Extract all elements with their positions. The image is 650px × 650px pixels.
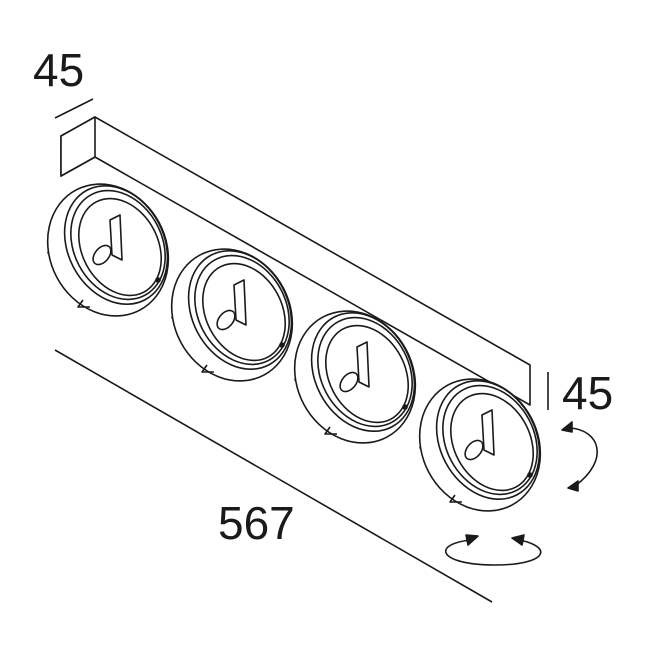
spotlight-lamp — [418, 378, 542, 512]
tilt-arrow-icon — [561, 421, 598, 492]
spotlight-lamp — [293, 310, 417, 444]
spotlight-lamp — [46, 183, 170, 317]
dimension-line-width — [54, 98, 94, 119]
spotlight-lamp — [170, 248, 294, 382]
height-dimension-label: 45 — [562, 367, 614, 419]
width-dimension-label: 45 — [33, 44, 85, 96]
mounting-bar — [60, 116, 531, 406]
dimension-line-length — [54, 349, 493, 603]
rotate-arrow-icon — [445, 534, 542, 566]
length-dimension-label: 567 — [218, 497, 295, 549]
